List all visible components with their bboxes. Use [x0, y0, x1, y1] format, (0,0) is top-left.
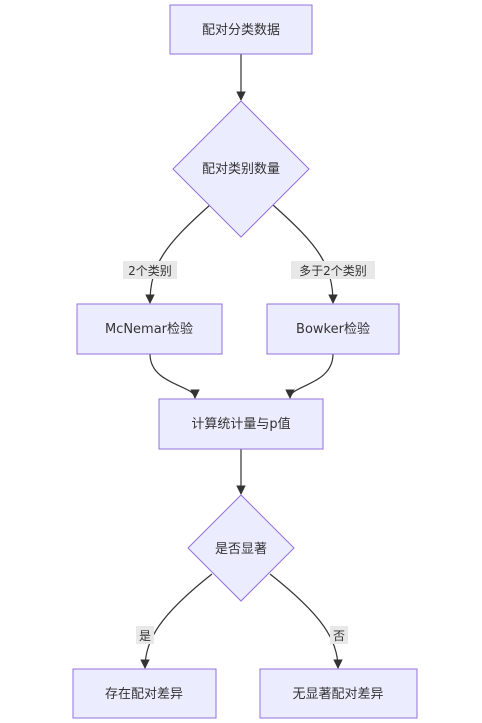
node-diff-yes	[72, 668, 217, 719]
node-mcnemar-label: McNemar检验	[105, 321, 193, 337]
edge-label-yes: 是	[139, 629, 151, 643]
edge-label-no: 否	[333, 629, 345, 643]
edge-label-two-categories: 2个类别	[128, 264, 172, 278]
edge-label-bg-two	[123, 261, 177, 279]
edge-mcnemar-to-compute	[149, 353, 200, 399]
node-compute-label: 计算统计量与p值	[191, 416, 290, 432]
node-decision-categories	[172, 100, 310, 238]
node-decision-categories-label: 配对类别数量	[202, 162, 280, 177]
node-diff-yes-label: 存在配对差异	[105, 687, 183, 702]
node-decision-significant-label: 是否显著	[215, 542, 267, 557]
edge-label-bg-yes	[136, 626, 154, 644]
node-decision-significant	[187, 494, 295, 602]
edge-label-more-categories: 多于2个类别	[299, 264, 367, 278]
node-compute	[158, 398, 324, 450]
node-diff-no	[259, 668, 418, 719]
edge-categories-to-bowker	[272, 204, 338, 304]
edge-categories-to-mcnemar	[145, 204, 211, 304]
node-start-label: 配对分类数据	[202, 23, 280, 38]
node-bowker-label: Bowker检验	[296, 321, 370, 337]
edge-label-bg-no	[330, 626, 348, 644]
node-start	[169, 4, 313, 55]
node-mcnemar	[76, 303, 223, 355]
edge-significant-to-no	[269, 573, 343, 669]
edge-significant-to-yes	[140, 573, 213, 669]
edge-label-bg-more	[291, 261, 375, 279]
edge-bowker-to-compute	[285, 353, 334, 399]
node-diff-no-label: 无显著配对差异	[292, 687, 383, 702]
node-bowker	[266, 303, 400, 355]
